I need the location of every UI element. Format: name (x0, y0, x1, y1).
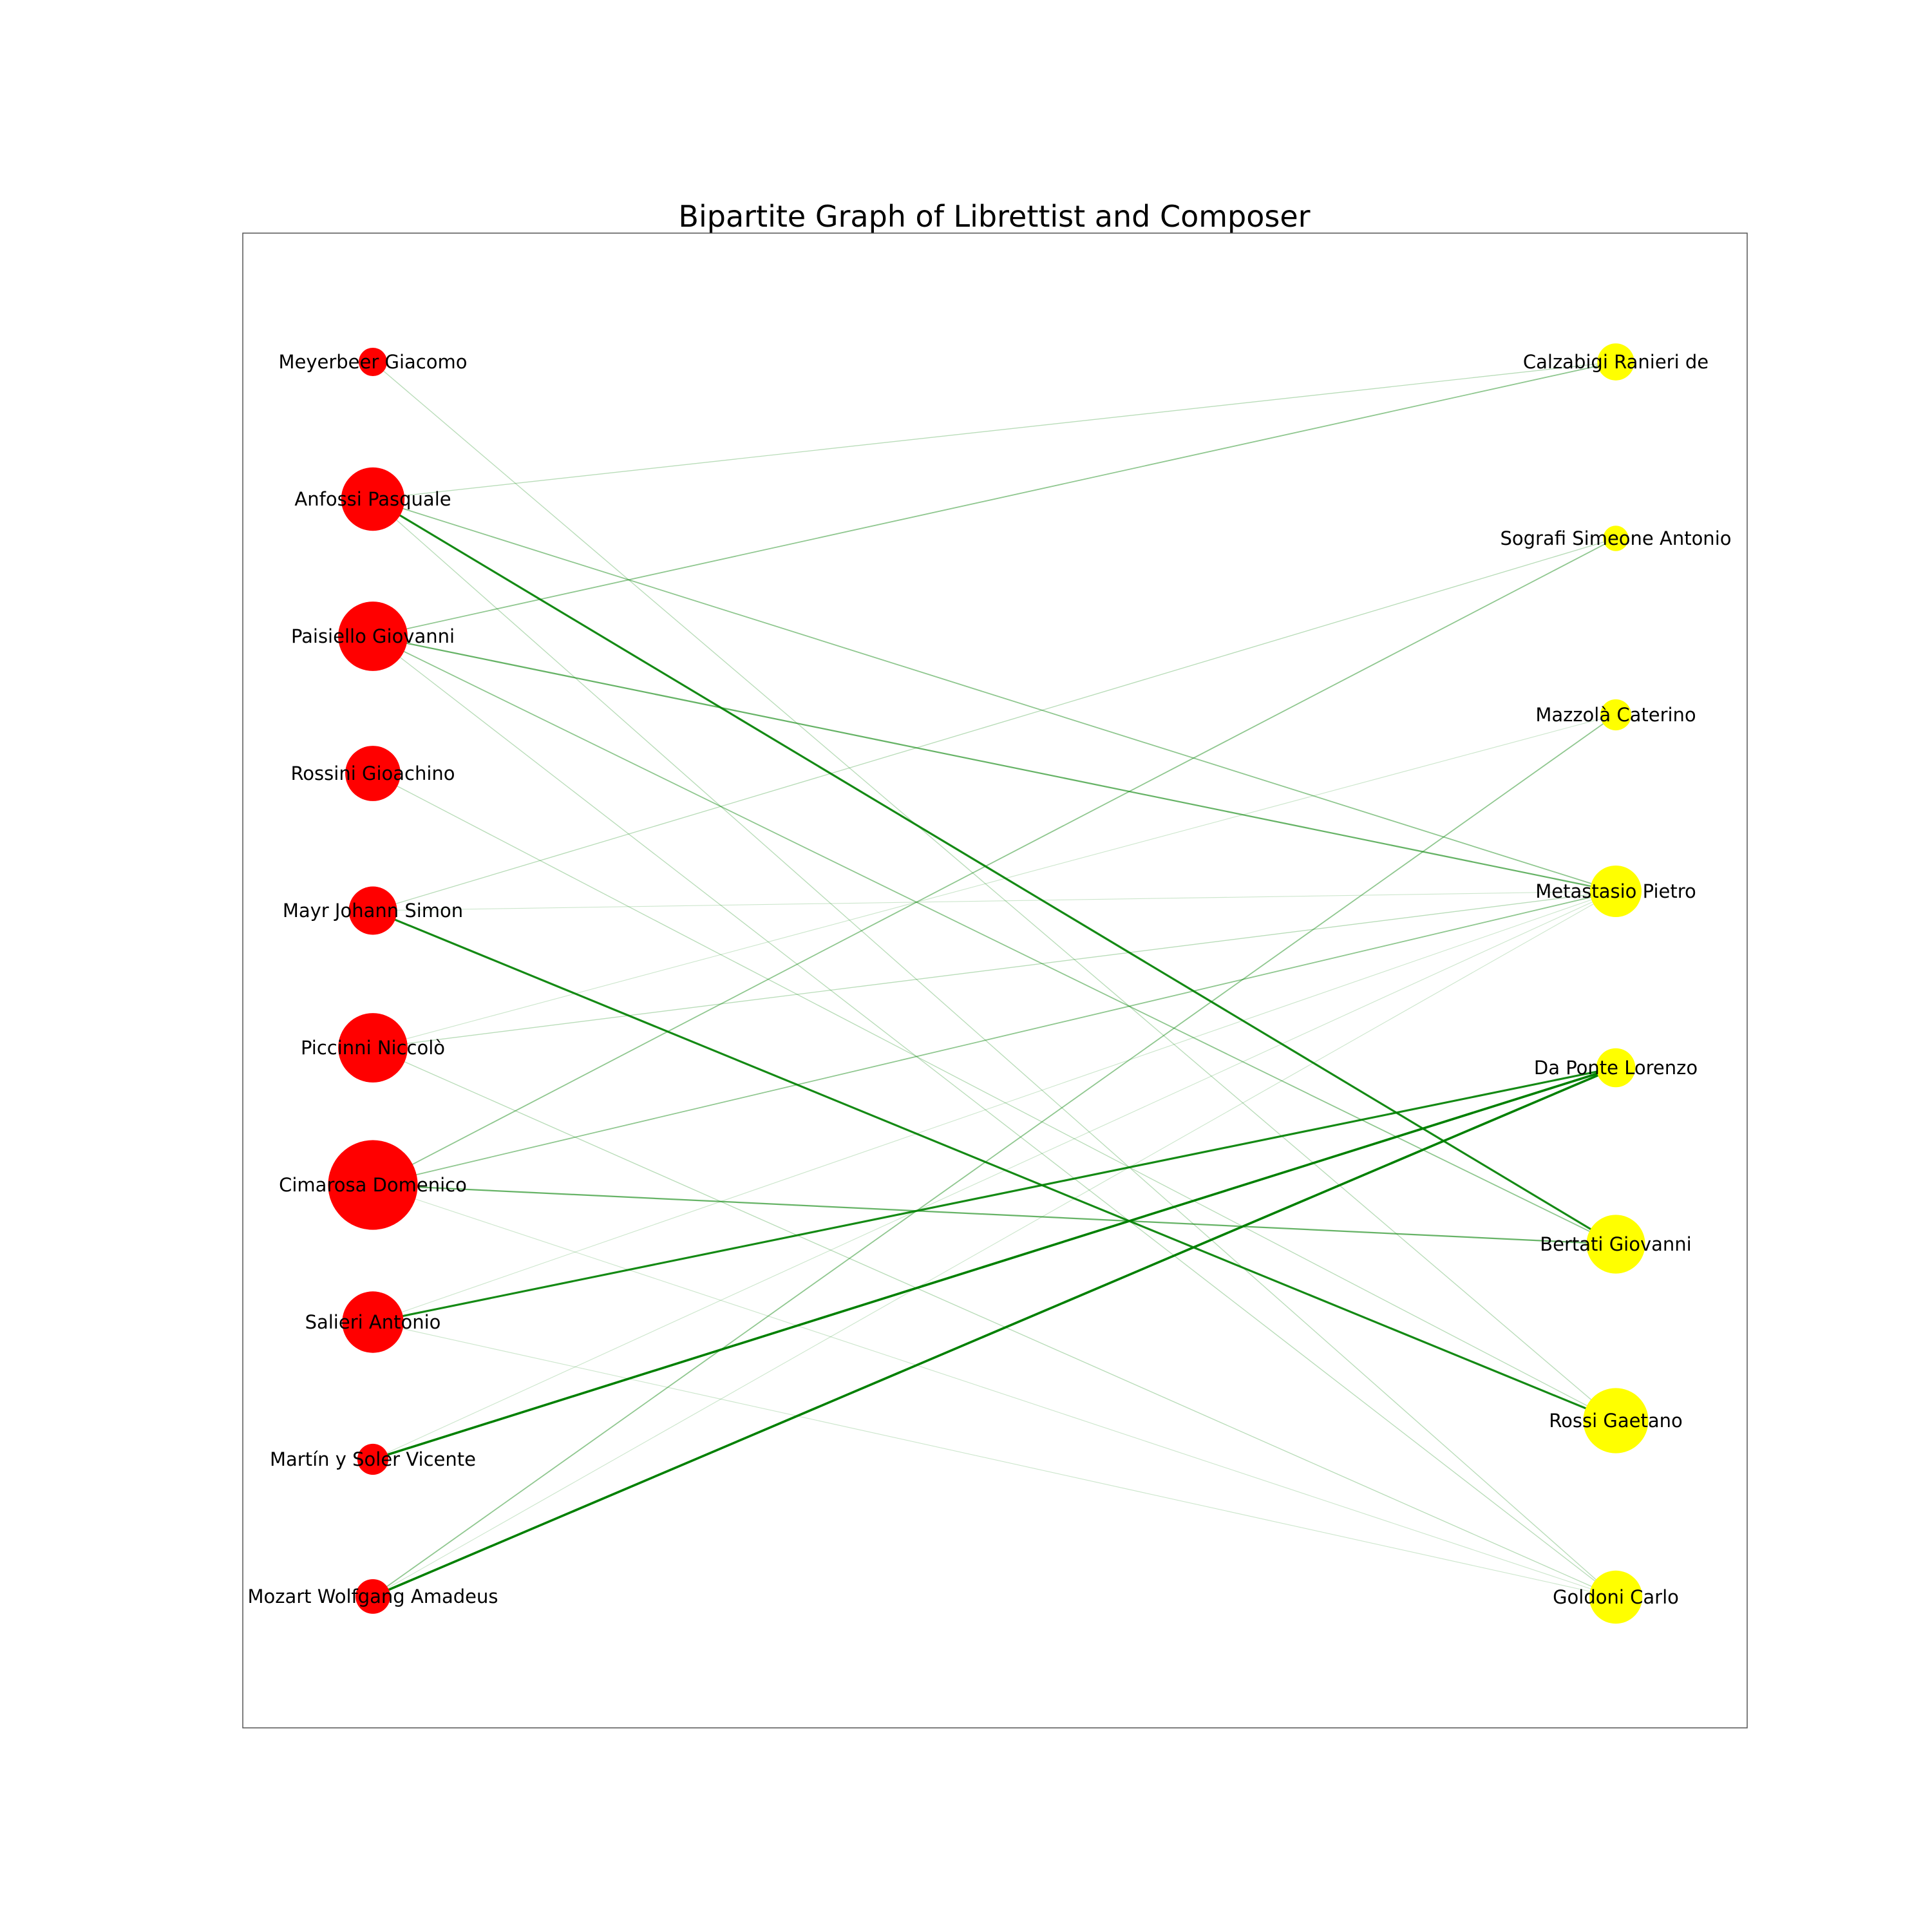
librettist-node-bertati-giovanni (1586, 1215, 1645, 1274)
librettist-node-sografi-simeone-antonio (1603, 526, 1629, 551)
edge-piccinni-niccolo-metastasio-pietro (372, 891, 1616, 1048)
edge-anfossi-pasquale-bertati-giovanni (372, 498, 1616, 1245)
edge-cimarosa-domenico-goldoni-carlo (372, 1184, 1616, 1598)
librettist-node-mazzola-caterino (1600, 699, 1632, 731)
edge-martin-y-soler-vicente-da-ponte-lorenzo (372, 1066, 1616, 1461)
composer-node-rossini-gioachino (345, 746, 401, 801)
edge-anfossi-pasquale-metastasio-pietro (372, 498, 1616, 892)
composer-label-meyerbeer-giacomo: Meyerbeer Giacomo (278, 351, 467, 373)
edge-cimarosa-domenico-sografi-simeone-antonio (372, 538, 1616, 1186)
composer-label-mayr-johann-simon: Mayr Johann Simon (283, 900, 463, 922)
edge-rossini-gioachino-rossi-gaetano (372, 773, 1616, 1421)
edge-mayr-johann-simon-metastasio-pietro (372, 891, 1616, 911)
edge-cimarosa-domenico-bertati-giovanni (372, 1184, 1616, 1245)
chart-title: Bipartite Graph of Librettist and Compos… (678, 199, 1310, 234)
composer-label-anfossi-pasquale: Anfossi Pasquale (294, 488, 451, 510)
edge-paisiello-giovanni-metastasio-pietro (372, 635, 1616, 893)
edge-anfossi-pasquale-calzabigi-ranieri-de (372, 361, 1616, 500)
composer-node-cimarosa-domenico (328, 1140, 418, 1230)
librettist-label-calzabigi-ranieri-de: Calzabigi Ranieri de (1523, 351, 1709, 373)
composer-node-meyerbeer-giacomo (359, 348, 387, 376)
librettist-label-goldoni-carlo: Goldoni Carlo (1553, 1586, 1679, 1608)
edge-mozart-wolfgang-amadeus-mazzola-caterino (372, 714, 1616, 1597)
edge-anfossi-pasquale-goldoni-carlo (372, 498, 1616, 1598)
edge-paisiello-giovanni-bertati-giovanni (372, 636, 1616, 1245)
composer-node-anfossi-pasquale (341, 467, 405, 531)
composer-node-martin-y-soler-vicente (357, 1443, 389, 1475)
composer-label-rossini-gioachino: Rossini Gioachino (290, 762, 455, 784)
edge-mayr-johann-simon-rossi-gaetano (372, 909, 1616, 1422)
librettist-label-rossi-gaetano: Rossi Gaetano (1549, 1410, 1682, 1432)
composer-node-mayr-johann-simon (348, 886, 397, 935)
plot-frame (242, 232, 1748, 1728)
edge-cimarosa-domenico-metastasio-pietro (372, 891, 1616, 1186)
edge-piccinni-niccolo-goldoni-carlo (372, 1047, 1616, 1598)
librettist-label-da-ponte-lorenzo: Da Ponte Lorenzo (1534, 1057, 1698, 1079)
composer-node-paisiello-giovanni (338, 601, 408, 671)
librettist-node-rossi-gaetano (1583, 1388, 1649, 1454)
composer-node-mozart-wolfgang-amadeus (355, 1579, 390, 1614)
librettist-label-bertati-giovanni: Bertati Giovanni (1540, 1233, 1691, 1255)
edge-salieri-antonio-goldoni-carlo (372, 1321, 1616, 1598)
edge-paisiello-giovanni-calzabigi-ranieri-de (372, 361, 1616, 637)
edge-salieri-antonio-da-ponte-lorenzo (372, 1066, 1616, 1323)
edge-martin-y-soler-vicente-metastasio-pietro (372, 891, 1616, 1460)
composer-label-piccinni-niccolo: Piccinni Niccolò (301, 1037, 445, 1059)
edge-meyerbeer-giacomo-rossi-gaetano (372, 361, 1616, 1421)
edge-mozart-wolfgang-amadeus-da-ponte-lorenzo (372, 1066, 1616, 1598)
librettist-label-mazzola-caterino: Mazzolà Caterino (1535, 704, 1696, 726)
librettist-node-goldoni-carlo (1589, 1570, 1643, 1624)
edge-piccinni-niccolo-mazzola-caterino (372, 714, 1616, 1048)
composer-node-salieri-antonio (342, 1291, 404, 1353)
librettist-node-metastasio-pietro (1590, 866, 1642, 917)
edge-mozart-wolfgang-amadeus-metastasio-pietro (372, 891, 1616, 1597)
composer-label-salieri-antonio: Salieri Antonio (305, 1311, 441, 1333)
composer-label-mozart-wolfgang-amadeus: Mozart Wolfgang Amadeus (247, 1586, 498, 1607)
composer-label-cimarosa-domenico: Cimarosa Domenico (279, 1174, 467, 1196)
librettist-label-metastasio-pietro: Metastasio Pietro (1535, 880, 1696, 902)
composer-label-martin-y-soler-vicente: Martín y Soler Vicente (270, 1448, 476, 1470)
librettist-node-calzabigi-ranieri-de (1597, 343, 1634, 381)
edge-paisiello-giovanni-goldoni-carlo (372, 636, 1616, 1598)
librettist-node-da-ponte-lorenzo (1596, 1048, 1636, 1088)
composer-node-piccinni-niccolo (338, 1013, 408, 1083)
composer-label-paisiello-giovanni: Paisiello Giovanni (291, 625, 455, 647)
librettist-label-sografi-simeone-antonio: Sografi Simeone Antonio (1501, 527, 1732, 549)
edge-salieri-antonio-metastasio-pietro (372, 891, 1616, 1323)
edge-layer (372, 361, 1616, 1598)
edge-mayr-johann-simon-sografi-simeone-antonio (372, 538, 1616, 911)
node-layer (328, 343, 1649, 1624)
